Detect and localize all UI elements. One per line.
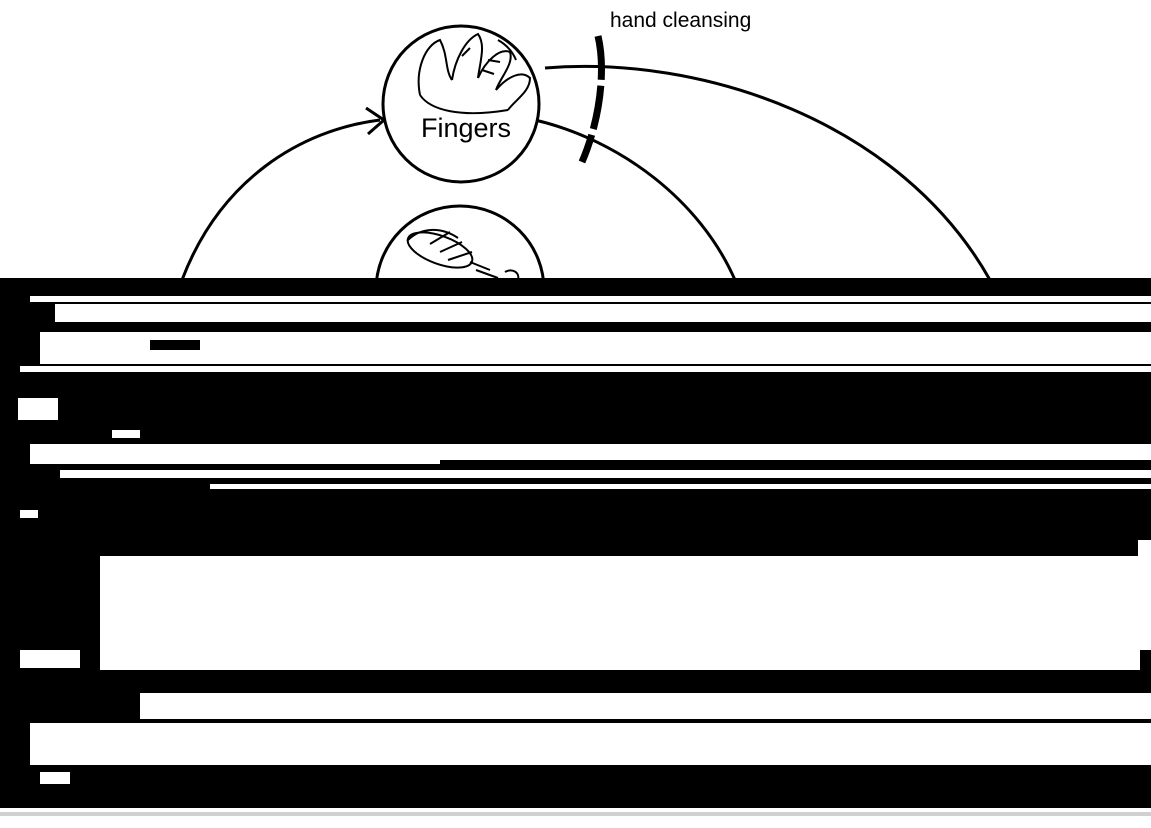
fingers-label: Fingers	[421, 113, 511, 143]
hand-cleansing-label: hand cleansing	[610, 9, 751, 32]
fingers-circle	[383, 26, 539, 182]
scan-bottom-edge	[0, 808, 1151, 828]
scan-artifact-region	[0, 278, 1151, 808]
scan-edge-line	[0, 812, 1151, 816]
fingers-node: Fingers	[383, 26, 539, 182]
